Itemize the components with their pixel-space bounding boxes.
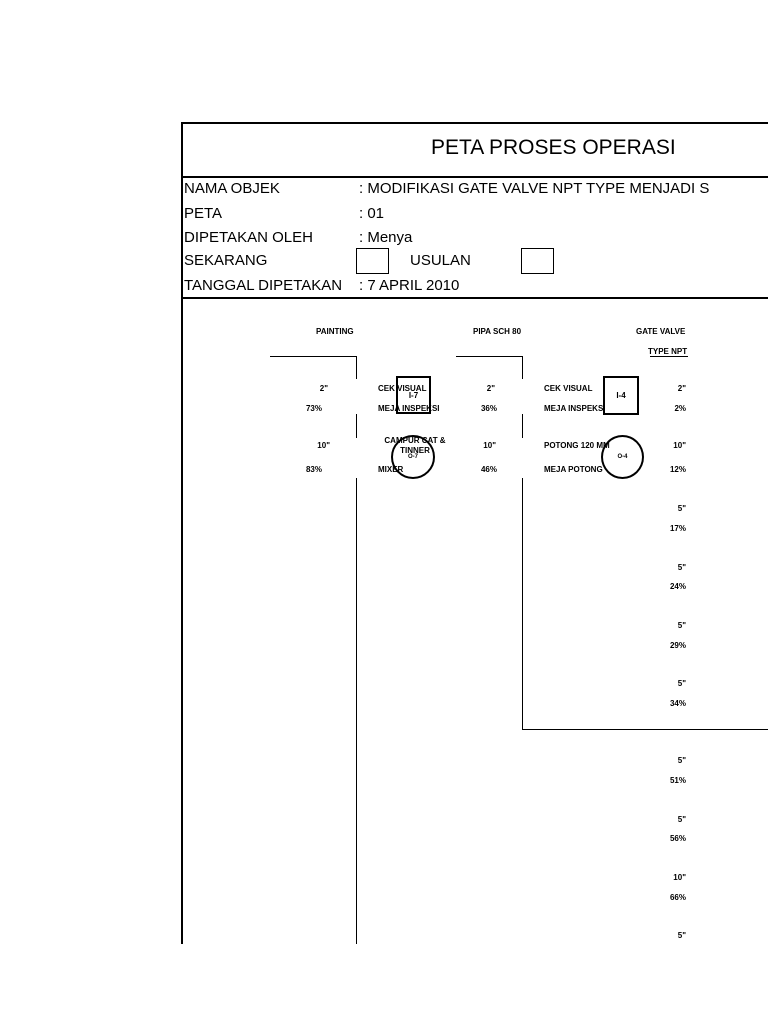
page-title: PETA PROSES OPERASI xyxy=(431,136,676,159)
gate-valve-pct-8: 56% xyxy=(669,834,686,843)
field-value-tanggal: : 7 APRIL 2010 xyxy=(359,277,460,294)
type-npt-underline xyxy=(650,356,688,357)
gate-valve-pct-3: 17% xyxy=(669,524,686,533)
pipa-desc-2: POTONG 120 MM xyxy=(544,441,610,450)
gate-valve-pct-9: 66% xyxy=(669,893,686,902)
gate-valve-pct-4: 24% xyxy=(669,582,686,591)
field-value-dipetakan-oleh: : Menya xyxy=(359,229,413,246)
painting-desc-1: CEK VISUAL xyxy=(378,384,427,393)
operation-symbol-o7: O-7 xyxy=(391,435,435,479)
gate-valve-time-9: 10" xyxy=(673,873,686,882)
operation-symbol-o4: O-4 xyxy=(601,435,644,479)
pipa-time-1: 2" xyxy=(486,384,495,393)
pipa-input-line xyxy=(456,356,523,357)
painting-pct-2: 83% xyxy=(305,465,322,474)
gate-valve-time-10: 5" xyxy=(677,931,686,940)
gate-valve-time-6: 5" xyxy=(677,679,686,688)
pipa-place-1: MEJA INSPEKSI xyxy=(544,404,606,413)
column-subhead-type-npt: TYPE NPT xyxy=(648,347,688,356)
title-divider xyxy=(181,176,768,178)
inspection-symbol-i4: I-4 xyxy=(603,376,639,415)
pipa-flow-line-b xyxy=(522,414,523,438)
frame-left-border xyxy=(181,122,183,944)
pipa-join-line xyxy=(522,729,768,730)
field-value-peta: : 01 xyxy=(359,205,385,222)
gate-valve-time-8: 5" xyxy=(677,815,686,824)
painting-place-1: MEJA INSPEKSI xyxy=(378,404,440,413)
painting-time-2: 10" xyxy=(317,441,330,450)
field-label-sekarang: SEKARANG xyxy=(184,252,268,269)
usulan-checkbox[interactable] xyxy=(521,248,554,274)
painting-pct-1: 73% xyxy=(305,404,322,413)
gate-valve-pct-7: 51% xyxy=(669,776,686,785)
usulan-label: USULAN xyxy=(410,252,471,269)
painting-flow-line-a xyxy=(356,356,357,379)
gate-valve-pct-6: 34% xyxy=(669,699,686,708)
gate-valve-time-3: 5" xyxy=(677,504,686,513)
painting-place-2: MIXER xyxy=(378,465,404,474)
frame-top-border xyxy=(181,122,768,124)
painting-input-line xyxy=(270,356,357,357)
sekarang-checkbox[interactable] xyxy=(356,248,389,274)
gate-valve-time-1: 2" xyxy=(677,384,686,393)
gate-valve-time-2: 10" xyxy=(673,441,686,450)
pipa-place-2: MEJA POTONG xyxy=(544,465,603,474)
painting-flow-line-b xyxy=(356,414,357,438)
pipa-desc-1: CEK VISUAL xyxy=(544,384,593,393)
pipa-pct-1: 36% xyxy=(480,404,497,413)
gate-valve-time-4: 5" xyxy=(677,563,686,572)
pipa-flow-line-a xyxy=(522,356,523,379)
gate-valve-time-5: 5" xyxy=(677,621,686,630)
field-label-nama-objek: NAMA OBJEK xyxy=(184,180,280,197)
field-label-tanggal: TANGGAL DIPETAKAN xyxy=(184,277,343,294)
gate-valve-pct-5: 29% xyxy=(669,641,686,650)
pipa-time-2: 10" xyxy=(483,441,496,450)
field-value-nama-objek: : MODIFIKASI GATE VALVE NPT TYPE MENJADI… xyxy=(359,180,710,197)
pipa-pct-2: 46% xyxy=(480,465,497,474)
column-head-gate-valve: GATE VALVE xyxy=(636,327,686,336)
inspection-symbol-i7: I-7 xyxy=(396,376,431,414)
header-divider xyxy=(181,297,768,299)
pipa-flow-line-c xyxy=(522,478,523,730)
gate-valve-pct-2: 12% xyxy=(669,465,686,474)
column-head-painting: PAINTING xyxy=(316,327,354,336)
gate-valve-pct-1: 2% xyxy=(674,404,686,413)
column-head-pipa: PIPA SCH 80 xyxy=(473,327,522,336)
gate-valve-time-7: 5" xyxy=(677,756,686,765)
painting-flow-line-c xyxy=(356,478,357,944)
painting-time-1: 2" xyxy=(319,384,328,393)
field-label-peta: PETA xyxy=(184,205,223,222)
field-label-dipetakan-oleh: DIPETAKAN OLEH xyxy=(184,229,313,246)
